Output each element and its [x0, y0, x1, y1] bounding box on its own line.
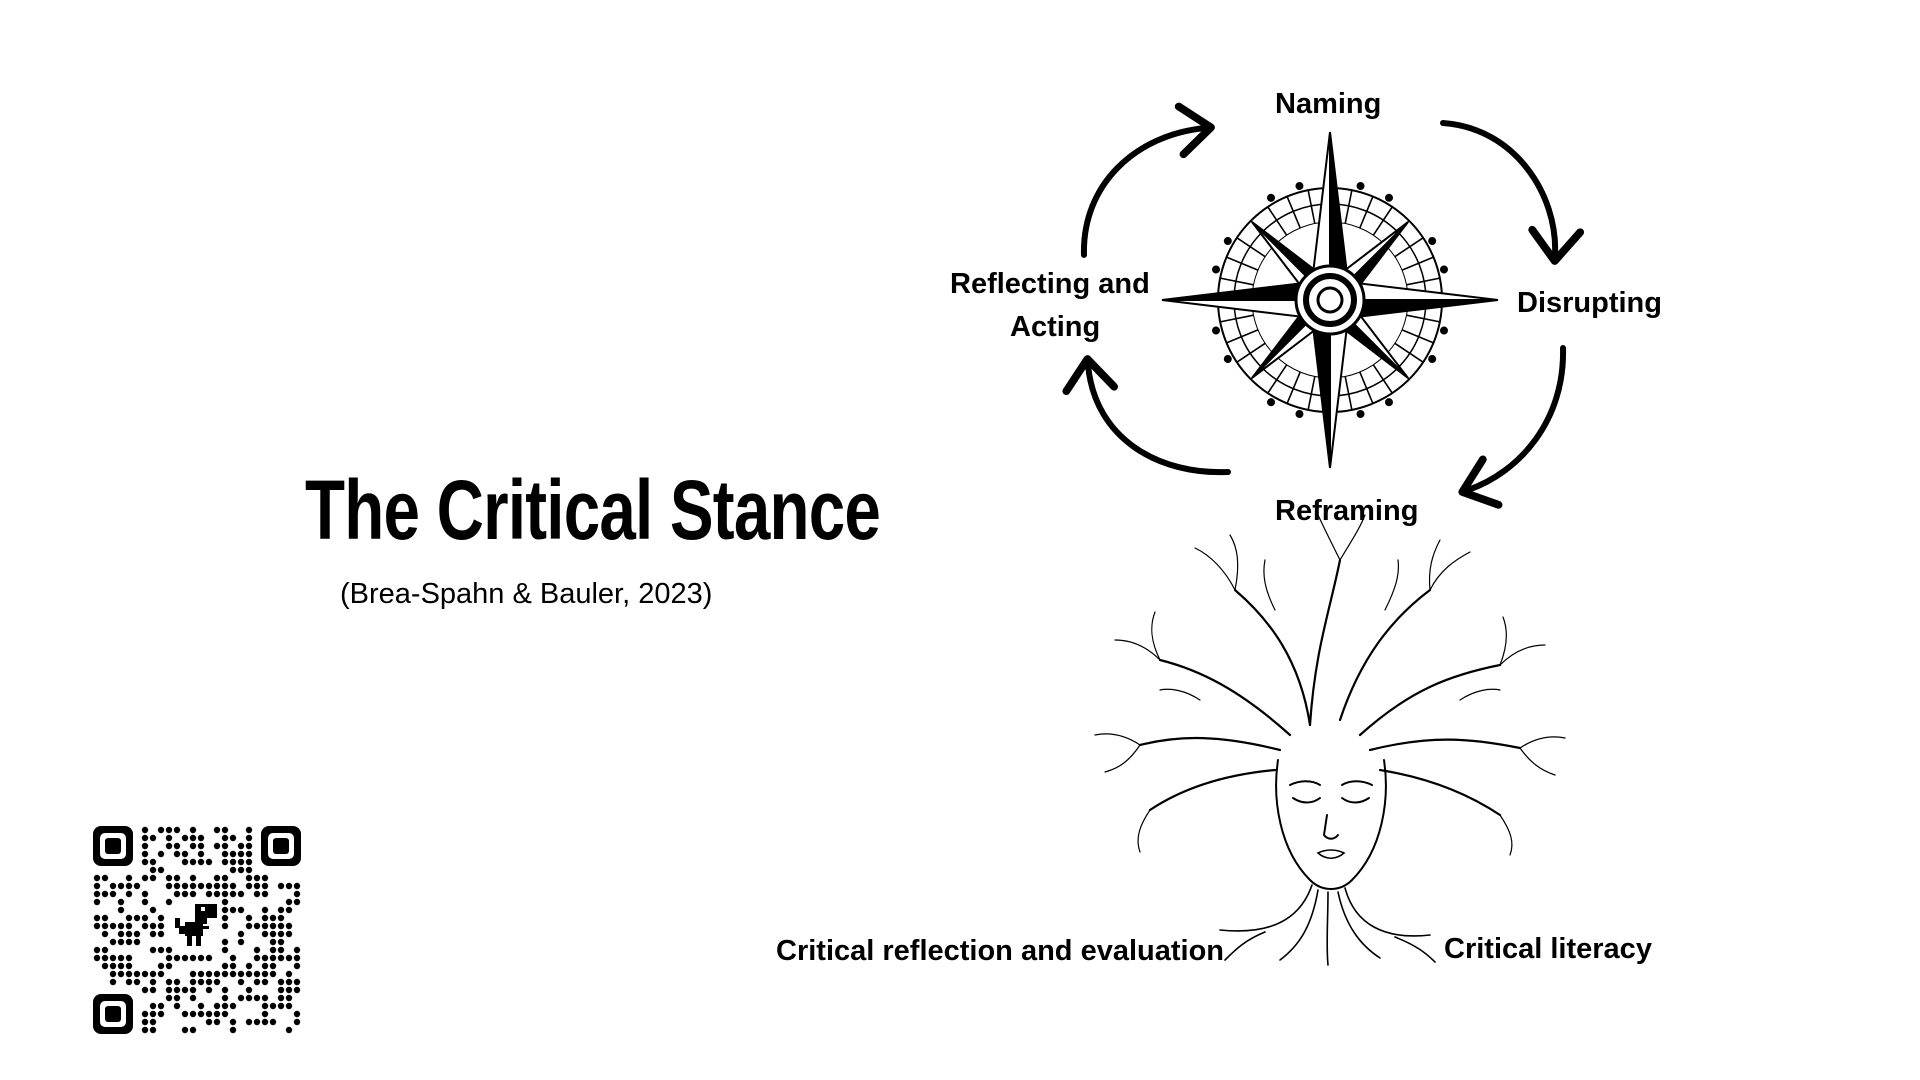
qr-code-icon[interactable] — [93, 826, 301, 1034]
tree-label-left: Critical reflection and evaluation — [776, 935, 1224, 967]
citation: (Brea-Spahn & Bauler, 2023) — [340, 578, 713, 610]
tree-label-right: Critical literacy — [1444, 933, 1652, 965]
cycle-arrows — [1062, 102, 1585, 509]
dinosaur-icon — [175, 904, 217, 946]
cycle-label-reframing: Reframing — [1275, 495, 1419, 527]
arrow-reflecting-to-naming — [1080, 102, 1215, 258]
arrow-disrupting-to-reframing — [1458, 345, 1567, 509]
arrow-naming-to-disrupting — [1440, 120, 1585, 265]
page-title: The Critical Stance — [305, 463, 881, 557]
arrow-reframing-to-reflecting — [1062, 355, 1231, 476]
cycle-label-reflecting-line1: Reflecting and — [950, 268, 1150, 300]
compass-rose-icon — [1161, 131, 1499, 469]
cycle-label-disrupting: Disrupting — [1517, 287, 1662, 319]
cycle-label-naming: Naming — [1275, 88, 1382, 120]
tree-head-illustration — [1094, 514, 1566, 966]
cycle-label-reflecting-line2: Acting — [1010, 311, 1101, 343]
